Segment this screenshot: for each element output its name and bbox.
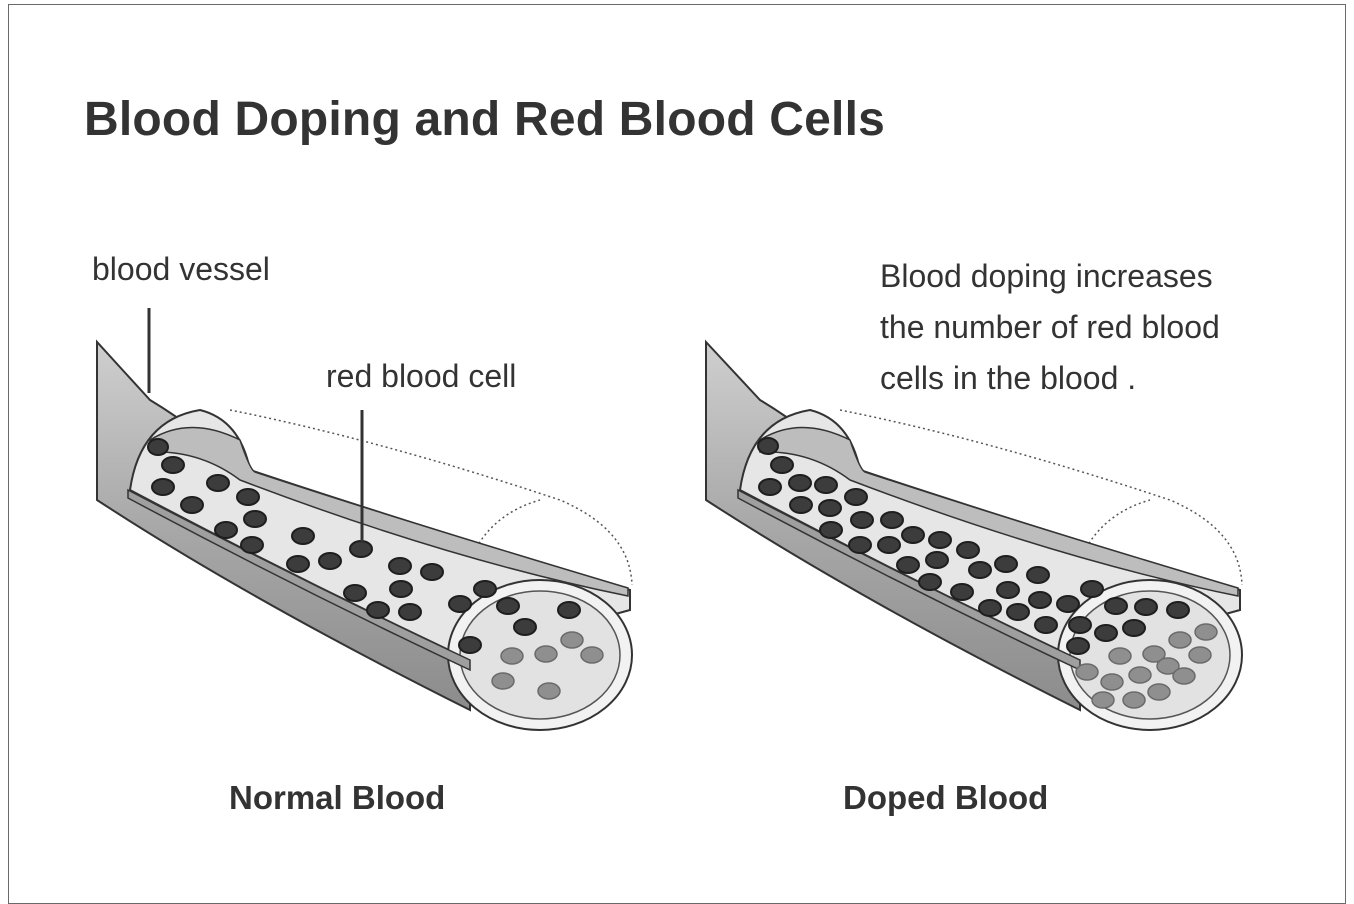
normal-vessel <box>97 342 632 730</box>
red-blood-cell <box>497 598 519 614</box>
red-blood-cell <box>538 683 560 699</box>
red-blood-cell <box>1095 625 1117 641</box>
red-blood-cell <box>389 558 411 574</box>
red-blood-cell <box>1101 674 1123 690</box>
red-blood-cell <box>1167 602 1189 618</box>
red-blood-cell <box>390 581 412 597</box>
red-blood-cell <box>558 602 580 618</box>
red-blood-cell <box>957 542 979 558</box>
red-blood-cell <box>1105 598 1127 614</box>
red-blood-cell <box>1195 624 1217 640</box>
red-blood-cell <box>581 647 603 663</box>
red-blood-cell <box>244 511 266 527</box>
red-blood-cell <box>1189 647 1211 663</box>
red-blood-cell <box>995 556 1017 572</box>
red-blood-cell <box>849 537 871 553</box>
red-blood-cell <box>181 497 203 513</box>
red-blood-cell <box>1035 617 1057 633</box>
red-blood-cell <box>1135 599 1157 615</box>
red-blood-cell <box>399 604 421 620</box>
red-blood-cell <box>1109 648 1131 664</box>
red-blood-cell <box>1027 567 1049 583</box>
red-blood-cell <box>919 574 941 590</box>
red-blood-cell <box>926 552 948 568</box>
red-blood-cell <box>421 564 443 580</box>
red-blood-cell <box>820 522 842 538</box>
red-blood-cell <box>474 581 496 597</box>
red-blood-cell <box>561 632 583 648</box>
red-blood-cell <box>1148 684 1170 700</box>
red-blood-cell <box>819 500 841 516</box>
red-blood-cell <box>162 457 184 473</box>
red-blood-cell <box>790 497 812 513</box>
red-blood-cell <box>951 584 973 600</box>
red-blood-cell <box>979 600 1001 616</box>
red-blood-cell <box>350 541 372 557</box>
red-blood-cell <box>929 532 951 548</box>
red-blood-cell <box>771 457 793 473</box>
red-blood-cell <box>997 582 1019 598</box>
doped-vessel <box>706 342 1242 730</box>
red-blood-cell <box>207 475 229 491</box>
red-blood-cell <box>501 648 523 664</box>
red-blood-cell <box>241 537 263 553</box>
red-blood-cell <box>459 637 481 653</box>
red-blood-cell <box>148 439 168 455</box>
red-blood-cell <box>292 528 314 544</box>
red-blood-cell <box>1092 692 1114 708</box>
red-blood-cell <box>344 585 366 601</box>
red-blood-cell <box>215 522 237 538</box>
red-blood-cell <box>492 673 514 689</box>
red-blood-cell <box>902 527 924 543</box>
red-blood-cell <box>815 477 837 493</box>
red-blood-cell <box>152 479 174 495</box>
red-blood-cell <box>1029 592 1051 608</box>
red-blood-cell <box>759 479 781 495</box>
normal-blood-caption: Normal Blood <box>229 779 445 817</box>
red-blood-cell <box>878 537 900 553</box>
red-blood-cell <box>897 557 919 573</box>
red-blood-cell <box>1081 581 1103 597</box>
red-blood-cell <box>1173 668 1195 684</box>
red-blood-cell <box>1067 638 1089 654</box>
red-blood-cell <box>535 646 557 662</box>
red-blood-cell <box>969 562 991 578</box>
red-blood-cell <box>1123 692 1145 708</box>
red-blood-cell <box>789 475 811 491</box>
red-blood-cell <box>1129 667 1151 683</box>
red-blood-cell <box>1076 664 1098 680</box>
red-blood-cell <box>1007 604 1029 620</box>
red-blood-cell <box>1169 632 1191 648</box>
red-blood-cell <box>1057 596 1079 612</box>
red-blood-cell <box>449 596 471 612</box>
doped-blood-caption: Doped Blood <box>843 779 1048 817</box>
red-blood-cell <box>851 512 873 528</box>
red-blood-cell <box>845 489 867 505</box>
red-blood-cell <box>1069 617 1091 633</box>
red-blood-cell <box>319 553 341 569</box>
red-blood-cell <box>514 619 536 635</box>
red-blood-cell <box>1123 620 1145 636</box>
red-blood-cell <box>367 602 389 618</box>
red-blood-cell <box>237 489 259 505</box>
red-blood-cell <box>881 512 903 528</box>
red-blood-cell <box>287 556 309 572</box>
red-blood-cell <box>758 438 778 454</box>
